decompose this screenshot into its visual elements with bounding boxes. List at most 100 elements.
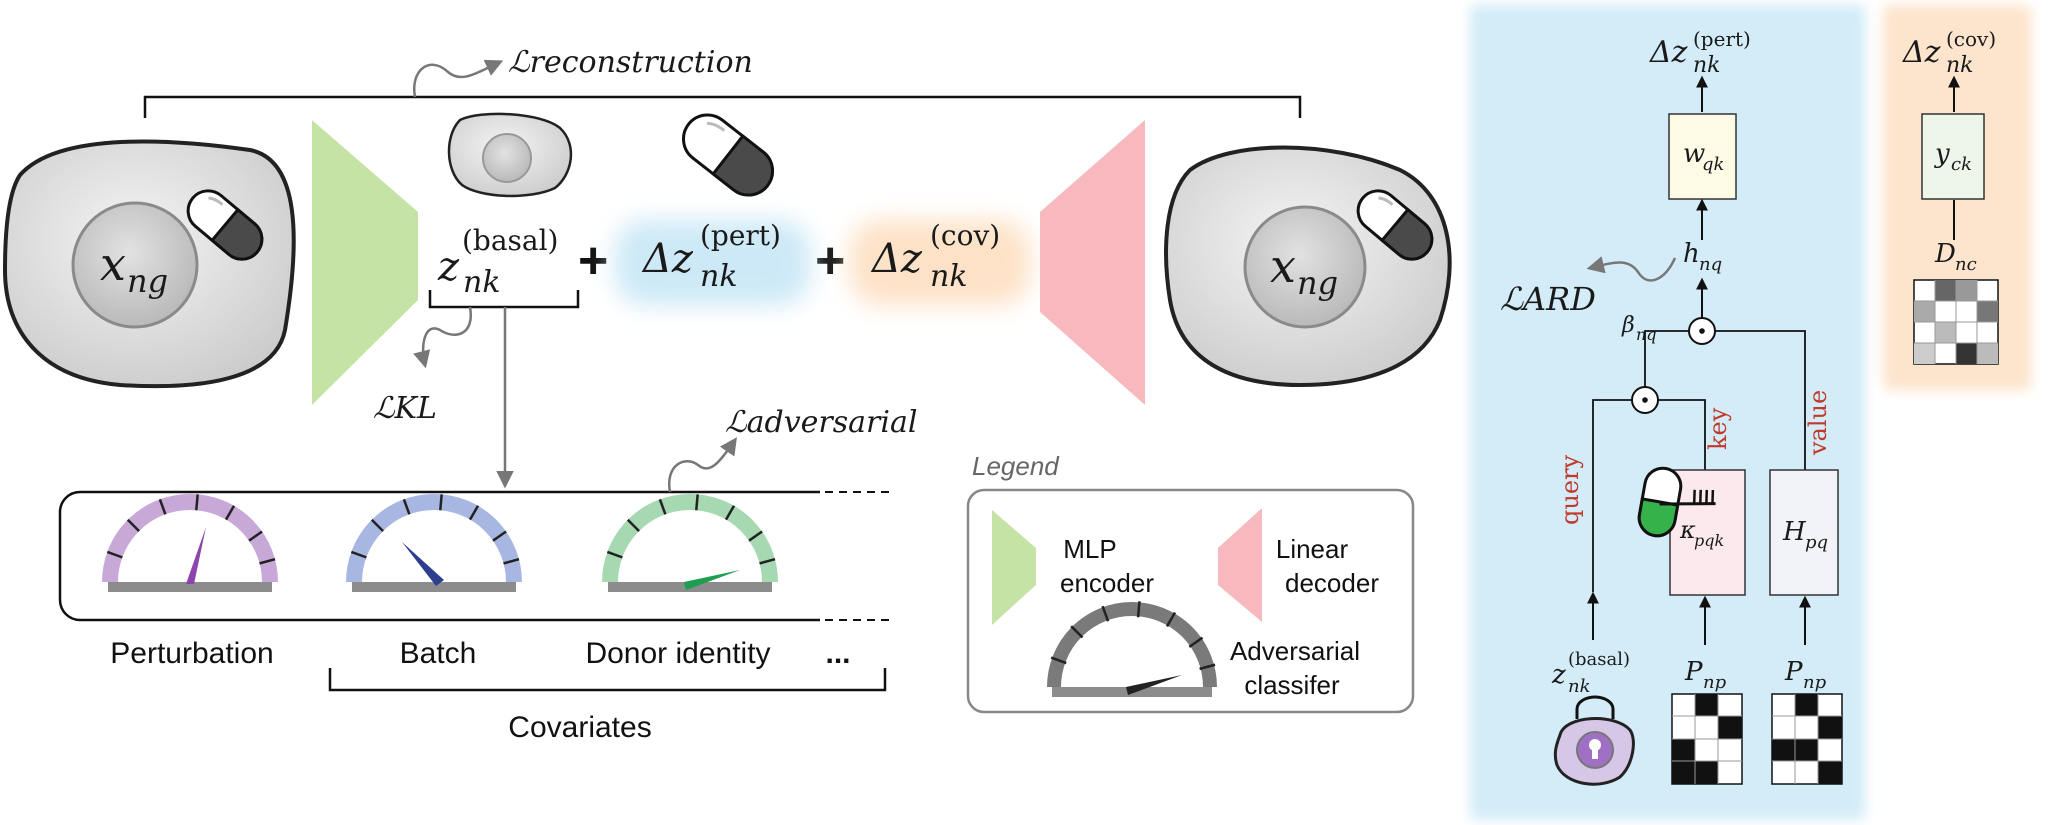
mlp-encoder xyxy=(312,120,418,405)
value-label: value xyxy=(1804,390,1832,456)
cov-out-dz: Δz xyxy=(1902,35,1941,70)
legend-title: Legend xyxy=(972,451,1060,481)
legend-encoder-shape xyxy=(992,510,1036,625)
kappa-pqk-sub: pqk xyxy=(1694,531,1724,550)
perturbation-gauge xyxy=(102,494,278,592)
legend-adv-line1: Adversarial xyxy=(1230,636,1360,666)
output-label-sub: ng xyxy=(1297,264,1338,302)
attn-z-sub: nk xyxy=(1568,676,1591,697)
covariate-donor-label: Donor identity xyxy=(585,637,770,670)
linear-decoder xyxy=(1040,120,1145,405)
loss-ard: ℒARD xyxy=(1500,280,1596,318)
cov-latent-glow xyxy=(850,220,1030,305)
input-cell-pill-icon xyxy=(186,189,264,261)
h-nq-sub: nq xyxy=(1699,254,1722,275)
plus-sign-2: + xyxy=(815,232,845,290)
covariates-group-label: Covariates xyxy=(508,711,651,744)
attn-z-label: z xyxy=(1551,660,1566,690)
legend-adv-line2: classifer xyxy=(1244,670,1340,700)
covariate-batch-label: Batch xyxy=(400,637,477,670)
loss-kl: ℒKL xyxy=(373,391,437,426)
perturbation-pill-icon xyxy=(682,113,774,197)
key-line xyxy=(1658,399,1706,470)
legend-linear-line1: Linear xyxy=(1276,534,1349,564)
H-pq-box xyxy=(1769,469,1839,596)
legend-decoder-shape xyxy=(1218,508,1262,622)
basal-lock-cell-icon xyxy=(1553,695,1635,786)
attn-z-sup: (basal) xyxy=(1568,649,1630,670)
h-nq-label: h xyxy=(1683,239,1700,269)
upper-hadamard-dot xyxy=(1699,328,1705,334)
dz-cov-sub: nk xyxy=(930,259,968,294)
cov-out-sub: nk xyxy=(1946,53,1974,78)
dz-cov: Δz xyxy=(870,236,923,282)
y-ck-label: y xyxy=(1934,139,1950,169)
P2-label: P xyxy=(1784,657,1803,687)
z-basal-sub: nk xyxy=(463,265,501,300)
kappa-pill-key-icon xyxy=(1637,466,1716,538)
beta-line xyxy=(1644,330,1689,393)
output-cell-pill-icon xyxy=(1356,189,1434,261)
z-basal-bracket xyxy=(428,290,580,309)
loss-adversarial: ℒadversarial xyxy=(725,405,917,440)
beta-nq-label: β xyxy=(1621,313,1635,338)
dz-cov-sup: (cov) xyxy=(930,219,1000,252)
covariates-bracket xyxy=(328,668,887,692)
value-line xyxy=(1715,330,1806,470)
pert-latent-glow xyxy=(615,220,810,305)
w-qk-label: w xyxy=(1683,139,1705,169)
kappa-pqk-label: κ xyxy=(1679,516,1696,544)
ard-arrow xyxy=(1586,256,1677,282)
classifier-container xyxy=(58,490,820,622)
query-label: query xyxy=(1556,455,1584,525)
plus-sign-1: + xyxy=(578,232,608,290)
attention-panel-background xyxy=(1470,5,1865,820)
input-label-sub: ng xyxy=(127,262,168,300)
legend-gauge-icon xyxy=(1047,601,1217,697)
P1-matrix xyxy=(1671,693,1743,785)
attn-out-dz: Δz xyxy=(1649,35,1688,70)
H-pq-sub: pq xyxy=(1805,532,1828,553)
output-nucleus xyxy=(1243,205,1367,329)
legend-mlp-line2: encoder xyxy=(1060,568,1154,598)
covariate-ellipsis: ... xyxy=(825,637,850,670)
input-nucleus xyxy=(71,201,199,329)
dz-pert: Δz xyxy=(641,236,694,282)
H-pq-label: H xyxy=(1782,517,1807,547)
batch-gauge xyxy=(346,494,522,592)
loss-reconstruction: ℒreconstruction xyxy=(508,45,753,80)
input-label-x: x xyxy=(100,237,126,291)
input-cell xyxy=(2,139,296,389)
key-label: key xyxy=(1704,407,1732,450)
donor-identity-gauge xyxy=(602,494,778,592)
covariate-perturbation-label: Perturbation xyxy=(110,637,273,670)
dz-pert-sub: nk xyxy=(700,259,738,294)
legend-linear-line2: decoder xyxy=(1285,568,1379,598)
basal-cell-icon xyxy=(447,112,573,198)
attn-out-sup: (pert) xyxy=(1693,27,1751,51)
P1-sub: np xyxy=(1703,672,1727,693)
legend-mlp-line1: MLP xyxy=(1063,534,1116,564)
P2-sub: np xyxy=(1803,672,1827,693)
w-qk-box xyxy=(1668,113,1737,200)
lower-hadamard-dot xyxy=(1642,397,1648,403)
z-basal-sup: (basal) xyxy=(462,224,558,257)
attn-out-sub: nk xyxy=(1693,53,1721,78)
D-nc-label: D xyxy=(1934,239,1956,269)
y-ck-box xyxy=(1921,113,1985,200)
P1-label: P xyxy=(1684,657,1703,687)
P2-matrix xyxy=(1771,693,1843,785)
w-qk-sub: qk xyxy=(1702,154,1724,175)
D-matrix xyxy=(1913,279,1999,365)
dz-pert-sup: (pert) xyxy=(700,219,781,252)
D-nc-sub: nc xyxy=(1955,254,1977,275)
cov-out-sup: (cov) xyxy=(1946,27,1996,51)
beta-nq-sub: nq xyxy=(1636,325,1657,344)
legend-box xyxy=(966,488,1415,714)
y-ck-sub: ck xyxy=(1951,154,1972,175)
adversarial-arrow xyxy=(667,437,737,493)
z-basal: z xyxy=(437,244,460,290)
output-cell xyxy=(1164,145,1452,388)
query-line xyxy=(1592,399,1632,592)
